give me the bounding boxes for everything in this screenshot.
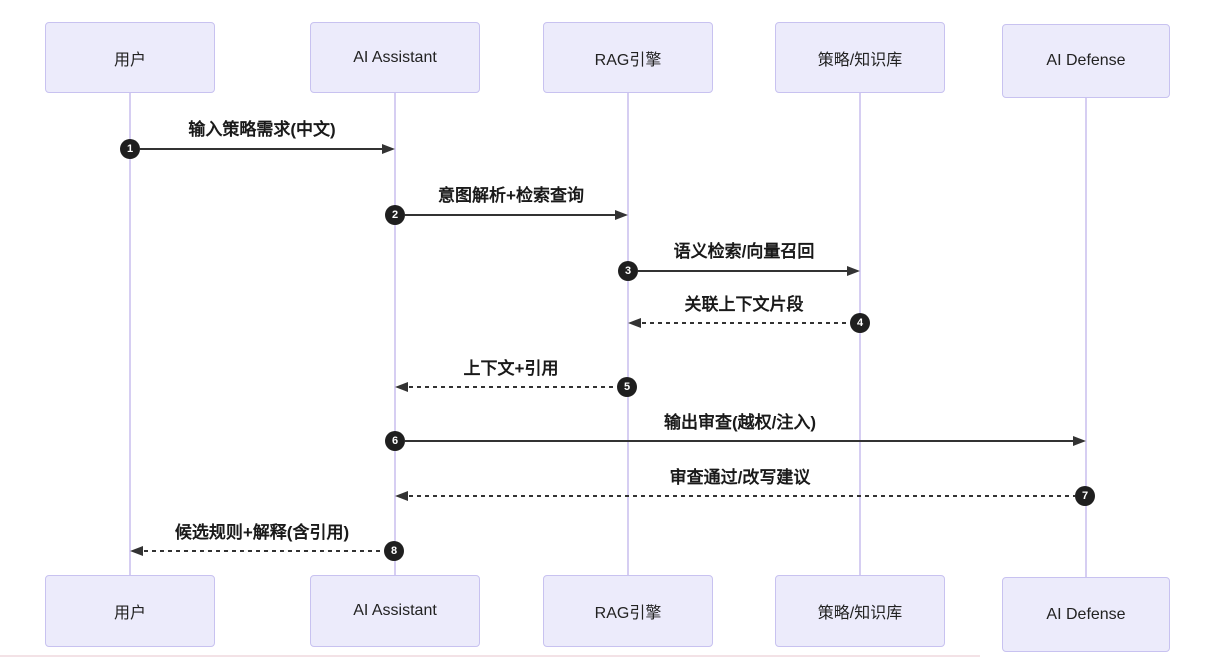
actor-label: RAG引擎 bbox=[594, 51, 662, 69]
message-1-label: 输入策略需求(中文) bbox=[188, 120, 336, 139]
message-4-label: 关联上下文片段 bbox=[684, 295, 804, 314]
actor-top-rag-engine: RAG引擎 bbox=[543, 22, 713, 93]
message-7-label: 审查通过/改写建议 bbox=[669, 468, 811, 487]
actor-top-user: 用户 bbox=[45, 22, 215, 93]
message-2-label: 意图解析+检索查询 bbox=[438, 186, 584, 205]
message-1-arrowhead-icon bbox=[382, 144, 395, 154]
actor-top-ai-defense: AI Defense bbox=[1002, 24, 1170, 98]
message-5-number: 5 bbox=[617, 377, 637, 397]
actor-label: AI Defense bbox=[1046, 52, 1126, 69]
message-6-number: 6 bbox=[385, 431, 405, 451]
actor-label: 用户 bbox=[113, 51, 146, 69]
actor-label: 策略/知识库 bbox=[817, 51, 903, 69]
message-3-arrowhead-icon bbox=[847, 266, 860, 276]
actor-top-ai-assistant: AI Assistant bbox=[310, 22, 480, 93]
message-6-arrowhead-icon bbox=[1073, 436, 1086, 446]
actor-bottom-user: 用户 bbox=[45, 575, 215, 647]
message-4-number: 4 bbox=[850, 313, 870, 333]
message-2-arrowhead-icon bbox=[615, 210, 628, 220]
message-8-label: 候选规则+解释(含引用) bbox=[174, 523, 350, 542]
message-4-arrowhead-icon bbox=[628, 318, 641, 328]
lifeline-knowledge-base bbox=[859, 93, 861, 575]
message-8-number: 8 bbox=[384, 541, 404, 561]
message-8-arrowhead-icon bbox=[130, 546, 143, 556]
lifeline-user bbox=[129, 93, 131, 575]
message-3-label: 语义检索/向量召回 bbox=[673, 242, 815, 261]
message-1-line bbox=[140, 148, 383, 150]
actor-bottom-rag-engine: RAG引擎 bbox=[543, 575, 713, 647]
actor-label: 策略/知识库 bbox=[817, 605, 903, 622]
actor-label: AI Assistant bbox=[353, 602, 437, 619]
actor-label: RAG引擎 bbox=[594, 605, 662, 622]
message-6-line bbox=[405, 440, 1073, 442]
message-7-arrowhead-icon bbox=[395, 491, 408, 501]
message-1-number: 1 bbox=[120, 139, 140, 159]
actor-bottom-knowledge-base: 策略/知识库 bbox=[775, 575, 945, 647]
actor-label: 用户 bbox=[113, 605, 146, 622]
message-5-label: 上下文+引用 bbox=[463, 359, 559, 378]
message-3-number: 3 bbox=[618, 261, 638, 281]
message-4-line bbox=[642, 322, 849, 324]
actor-label: AI Assistant bbox=[353, 48, 437, 66]
actor-label: AI Defense bbox=[1046, 605, 1126, 623]
message-3-line bbox=[638, 270, 847, 272]
message-6-label: 输出审查(越权/注入) bbox=[663, 413, 817, 432]
message-7-line bbox=[409, 495, 1075, 497]
message-5-line bbox=[409, 386, 617, 388]
message-2-number: 2 bbox=[385, 205, 405, 225]
message-2-line bbox=[405, 214, 615, 216]
actor-bottom-ai-assistant: AI Assistant bbox=[310, 575, 480, 647]
actor-bottom-ai-defense: AI Defense bbox=[1002, 577, 1170, 652]
message-5-arrowhead-icon bbox=[395, 382, 408, 392]
lifeline-ai-assistant bbox=[394, 93, 396, 575]
lifeline-ai-defense bbox=[1085, 98, 1087, 577]
bottom-divider bbox=[0, 655, 980, 657]
actor-top-knowledge-base: 策略/知识库 bbox=[775, 22, 945, 93]
lifeline-rag-engine bbox=[627, 93, 629, 575]
message-7-number: 7 bbox=[1075, 486, 1095, 506]
message-8-line bbox=[144, 550, 384, 552]
